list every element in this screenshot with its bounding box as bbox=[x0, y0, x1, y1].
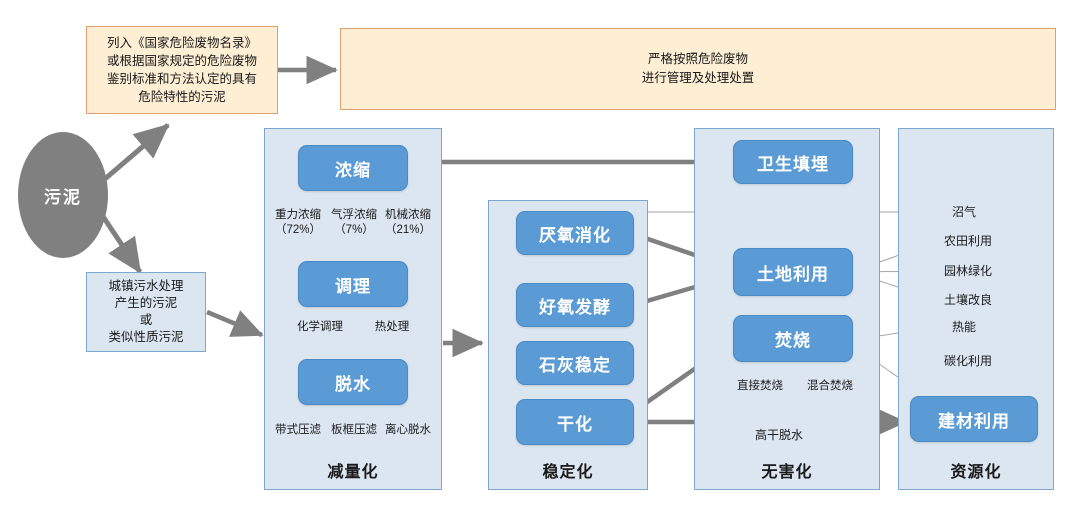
panel-harmless-title: 无害化 bbox=[761, 464, 813, 481]
panel-reduction-title: 减量化 bbox=[327, 464, 379, 481]
process-box-conditioning-label: 调理 bbox=[335, 276, 371, 296]
caption-plate-frame-press: 板框压滤 bbox=[331, 424, 377, 436]
process-box-drying[interactable]: 干化 bbox=[516, 399, 634, 445]
process-box-anaerobic-digestion[interactable]: 厌氧消化 bbox=[516, 211, 634, 255]
caption-flotation-thickening: 气浮浓缩 （7%） bbox=[331, 209, 377, 236]
caption-heat-treatment: 热处理 bbox=[374, 321, 410, 333]
caption-direct-incineration: 直接焚烧 bbox=[737, 380, 783, 392]
note-hazardous-handling: 严格按照危险废物 进行管理及处理处置 bbox=[340, 28, 1056, 110]
panel-harmless bbox=[694, 128, 880, 490]
process-box-incineration[interactable]: 焚烧 bbox=[733, 315, 853, 362]
source-sludge-node: 污泥 bbox=[18, 132, 108, 258]
process-box-land-use-label: 土地利用 bbox=[757, 264, 829, 284]
panel-stabilization-title: 稳定化 bbox=[542, 464, 594, 481]
process-box-aerobic-fermentation[interactable]: 好氧发酵 bbox=[516, 283, 634, 327]
output-thermal-energy: 热能 bbox=[952, 320, 977, 334]
municipal-sludge-label: 城镇污水处理 产生的污泥 或 类似性质污泥 bbox=[108, 279, 184, 344]
process-box-thickening-label: 浓缩 bbox=[335, 160, 371, 180]
process-box-dewatering-label: 脱水 bbox=[335, 374, 371, 394]
output-carbonization-use: 碳化利用 bbox=[944, 354, 993, 368]
output-biogas: 沼气 bbox=[952, 205, 977, 219]
process-box-thickening[interactable]: 浓缩 bbox=[298, 145, 408, 191]
panel-resource-title: 资源化 bbox=[950, 464, 1002, 481]
source-sludge-label: 污泥 bbox=[44, 187, 82, 207]
process-box-land-use[interactable]: 土地利用 bbox=[733, 248, 853, 296]
process-box-lime-stabilization-label: 石灰稳定 bbox=[539, 355, 611, 375]
caption-mechanical-thickening: 机械浓缩 （21%） bbox=[384, 209, 432, 236]
process-box-drying-label: 干化 bbox=[557, 414, 593, 434]
output-landscaping: 园林绿化 bbox=[944, 264, 993, 278]
caption-centrifugal-dewatering: 离心脱水 bbox=[385, 424, 431, 436]
note-hazardous-sludge: 列入《国家危险废物名录》 或根据国家规定的危险废物 鉴别标准和方法认定的具有 危… bbox=[86, 26, 278, 114]
municipal-sludge-box: 城镇污水处理 产生的污泥 或 类似性质污泥 bbox=[86, 272, 206, 352]
process-box-aerobic-fermentation-label: 好氧发酵 bbox=[539, 297, 611, 317]
process-box-sanitary-landfill-label: 卫生填埋 bbox=[757, 154, 829, 174]
caption-co-incineration: 混合焚烧 bbox=[807, 380, 853, 392]
caption-chemical-conditioning: 化学调理 bbox=[297, 321, 343, 333]
note-hazardous-sludge-text: 列入《国家危险废物名录》 或根据国家规定的危险废物 鉴别标准和方法认定的具有 危… bbox=[106, 36, 257, 104]
note-hazardous-handling-text: 严格按照危险废物 进行管理及处理处置 bbox=[641, 52, 755, 85]
output-farmland-use: 农田利用 bbox=[944, 234, 993, 248]
edge-municipal-to-reduction bbox=[206, 309, 264, 338]
process-box-building-material-use[interactable]: 建材利用 bbox=[910, 396, 1038, 442]
process-box-lime-stabilization[interactable]: 石灰稳定 bbox=[516, 341, 634, 385]
output-soil-improvement: 土壤改良 bbox=[944, 293, 993, 307]
process-box-sanitary-landfill[interactable]: 卫生填埋 bbox=[733, 140, 853, 184]
process-box-dewatering[interactable]: 脱水 bbox=[298, 359, 408, 405]
caption-belt-filter-press: 带式压滤 bbox=[275, 424, 321, 436]
process-box-conditioning[interactable]: 调理 bbox=[298, 261, 408, 307]
process-box-incineration-label: 焚烧 bbox=[775, 331, 811, 350]
caption-gravity-thickening: 重力浓缩 （72%） bbox=[274, 209, 322, 236]
process-box-building-material-use-label: 建材利用 bbox=[938, 411, 1010, 431]
process-box-anaerobic-digestion-label: 厌氧消化 bbox=[539, 225, 611, 245]
edge-label-high-dry-dewatering: 高干脱水 bbox=[754, 428, 803, 442]
